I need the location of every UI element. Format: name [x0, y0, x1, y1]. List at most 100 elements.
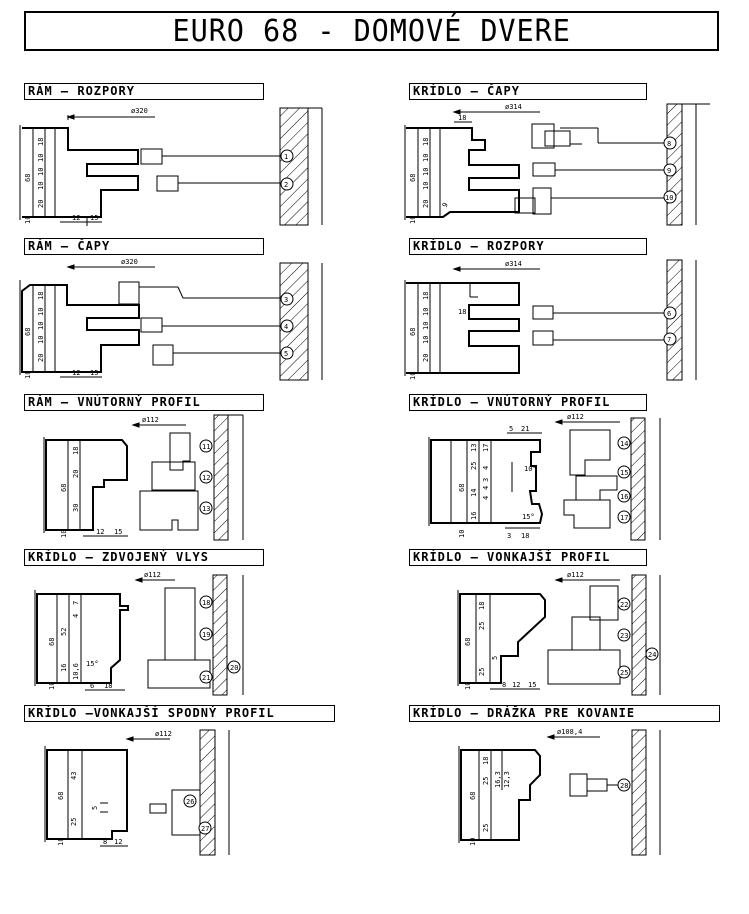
callout-23: 23	[620, 632, 628, 640]
dim-kridlo-capy: ø314	[505, 103, 522, 111]
dim-68-s9: 68	[57, 792, 65, 800]
dim-10b-s1: 10	[37, 182, 45, 190]
dim-68-s1: 68	[24, 174, 32, 182]
callout-28: 28	[620, 782, 628, 790]
callout-18: 18	[202, 599, 210, 607]
dim-10c-s2: 10	[422, 168, 430, 176]
dim-16-3-s10: 16,3	[494, 771, 502, 788]
callout-13: 13	[202, 505, 210, 513]
dim-8-s8: 8	[502, 681, 506, 689]
dim-10b-s4: 10	[422, 336, 430, 344]
section-label-kridlo-zdvojeny: KRÍDLO – ZDVOJENÝ VLYS	[24, 549, 264, 566]
dim-18-s1: 18	[37, 138, 45, 146]
dim-5-s9: 5	[91, 806, 99, 810]
drawing-ram-rozpory	[19, 107, 323, 226]
callout-5: 5	[284, 350, 288, 358]
callout-2: 2	[284, 181, 288, 189]
dim-16-s6: 16	[470, 512, 478, 520]
dim-kridlo-spodny: ø112	[155, 730, 172, 738]
drawing-kridlo-rozpory	[404, 259, 697, 381]
callout-8: 8	[667, 140, 671, 148]
dim-kridlo-rozpory: ø314	[505, 260, 522, 268]
callout-17: 17	[620, 514, 628, 522]
dim-14-s6: 14	[470, 489, 478, 497]
dim-25-s6: 25	[470, 462, 478, 470]
callout-10: 10	[665, 194, 673, 202]
callout-11: 11	[202, 443, 210, 451]
dim-18-s7: 18	[104, 682, 112, 690]
callout-27: 27	[201, 825, 209, 833]
dim-10-s7: 10	[48, 682, 56, 690]
dim-68-s3: 68	[24, 328, 32, 336]
section-label-ram-capy: RÁM – ČAPY	[24, 238, 264, 255]
dim-ram-vnutorny: ø112	[142, 416, 159, 424]
drawing-kridlo-vonkajsi	[457, 574, 661, 696]
section-label-kridlo-spodny: KRÍDLO –VONKAJŠÍ SPODNÝ PROFIL	[24, 705, 335, 722]
callout-22: 22	[620, 601, 628, 609]
drawing-kridlo-zdvojeny	[34, 574, 244, 696]
dim-10-s6: 10	[458, 530, 466, 538]
dim-25-s8: 25	[478, 668, 486, 676]
dim-8-s9: 8	[103, 838, 107, 846]
dim-21-s6: 21	[521, 425, 529, 433]
dim-68-s10: 68	[469, 792, 477, 800]
dim-13-s6: 13	[470, 444, 478, 452]
callout-1: 1	[284, 153, 288, 161]
dim-4b-s6: 4	[482, 486, 490, 490]
callout-16: 16	[620, 493, 628, 501]
drawing-kridlo-drazka	[458, 729, 661, 856]
dim-ram-capy: ø320	[121, 258, 138, 266]
dim-6-s7: 6	[90, 682, 94, 690]
dim-30-s5: 30	[72, 504, 80, 512]
drawing-ram-vnutorny	[43, 414, 244, 541]
title-box: EURO 68 - DOMOVÉ DVERE	[24, 11, 719, 51]
dim-10-s1: 10	[24, 216, 32, 224]
dim-52-s7: 52	[60, 628, 68, 636]
dim-10-6-s7: 10,6	[72, 663, 80, 680]
dim-10c-s4: 10	[422, 322, 430, 330]
dim-20-s4: 20	[422, 354, 430, 362]
page-title: EURO 68 - DOMOVÉ DVERE	[172, 13, 571, 49]
angle-15-s6: 15°	[522, 513, 535, 521]
dim-10-s9: 10	[57, 838, 65, 846]
callout-6: 6	[667, 310, 671, 318]
dim-12-s9: 12	[114, 838, 122, 846]
dim-15-s1: 15	[90, 214, 98, 222]
callout-14: 14	[620, 440, 628, 448]
dim-10d-s2: 10	[422, 154, 430, 162]
dim-68-s5: 68	[60, 484, 68, 492]
dim-18-s5: 18	[72, 447, 80, 455]
callout-15: 15	[620, 469, 628, 477]
section-label-ram-vnutorny: RÁM – VNÚTORNÝ PROFIL	[24, 394, 264, 411]
dim-10-s8: 10	[464, 682, 472, 690]
dim-18h-s4: 18	[458, 308, 466, 316]
dim-18-s3: 18	[37, 292, 45, 300]
dim-68-s2: 68	[409, 174, 417, 182]
dim-10-s5: 10	[60, 530, 68, 538]
dim-18-s2: 18	[422, 138, 430, 146]
dim-12-s5: 12	[96, 528, 104, 536]
dim-68-s4: 68	[409, 328, 417, 336]
dim-18-s8: 18	[478, 602, 486, 610]
dim-4-s7: 4	[72, 614, 80, 618]
dim-4c-s6: 4	[482, 466, 490, 470]
dim-18-s10: 18	[482, 757, 490, 765]
dim-10c-s1: 10	[37, 168, 45, 176]
callout-20: 20	[230, 664, 238, 672]
dim-kridlo-zdvojeny: ø112	[144, 571, 161, 579]
dim-10b-s3: 10	[37, 336, 45, 344]
dim-15-s8: 15	[528, 681, 536, 689]
dim-68-s7: 68	[48, 638, 56, 646]
dim-25b-s8: 25	[478, 622, 486, 630]
dim-9-s2: 9	[441, 201, 450, 209]
dim-10-s4: 10	[409, 372, 417, 380]
dim-4-s6: 4	[482, 496, 490, 500]
dim-12-3-s10: 12,3	[503, 771, 511, 788]
dim-7-s7: 7	[72, 601, 80, 605]
dim-10-s2: 10	[409, 216, 417, 224]
dim-10c-s3: 10	[37, 322, 45, 330]
dim-kridlo-vnutorny: ø112	[567, 413, 584, 421]
dim-20-s2: 20	[422, 200, 430, 208]
dim-10-s3: 10	[24, 371, 32, 379]
